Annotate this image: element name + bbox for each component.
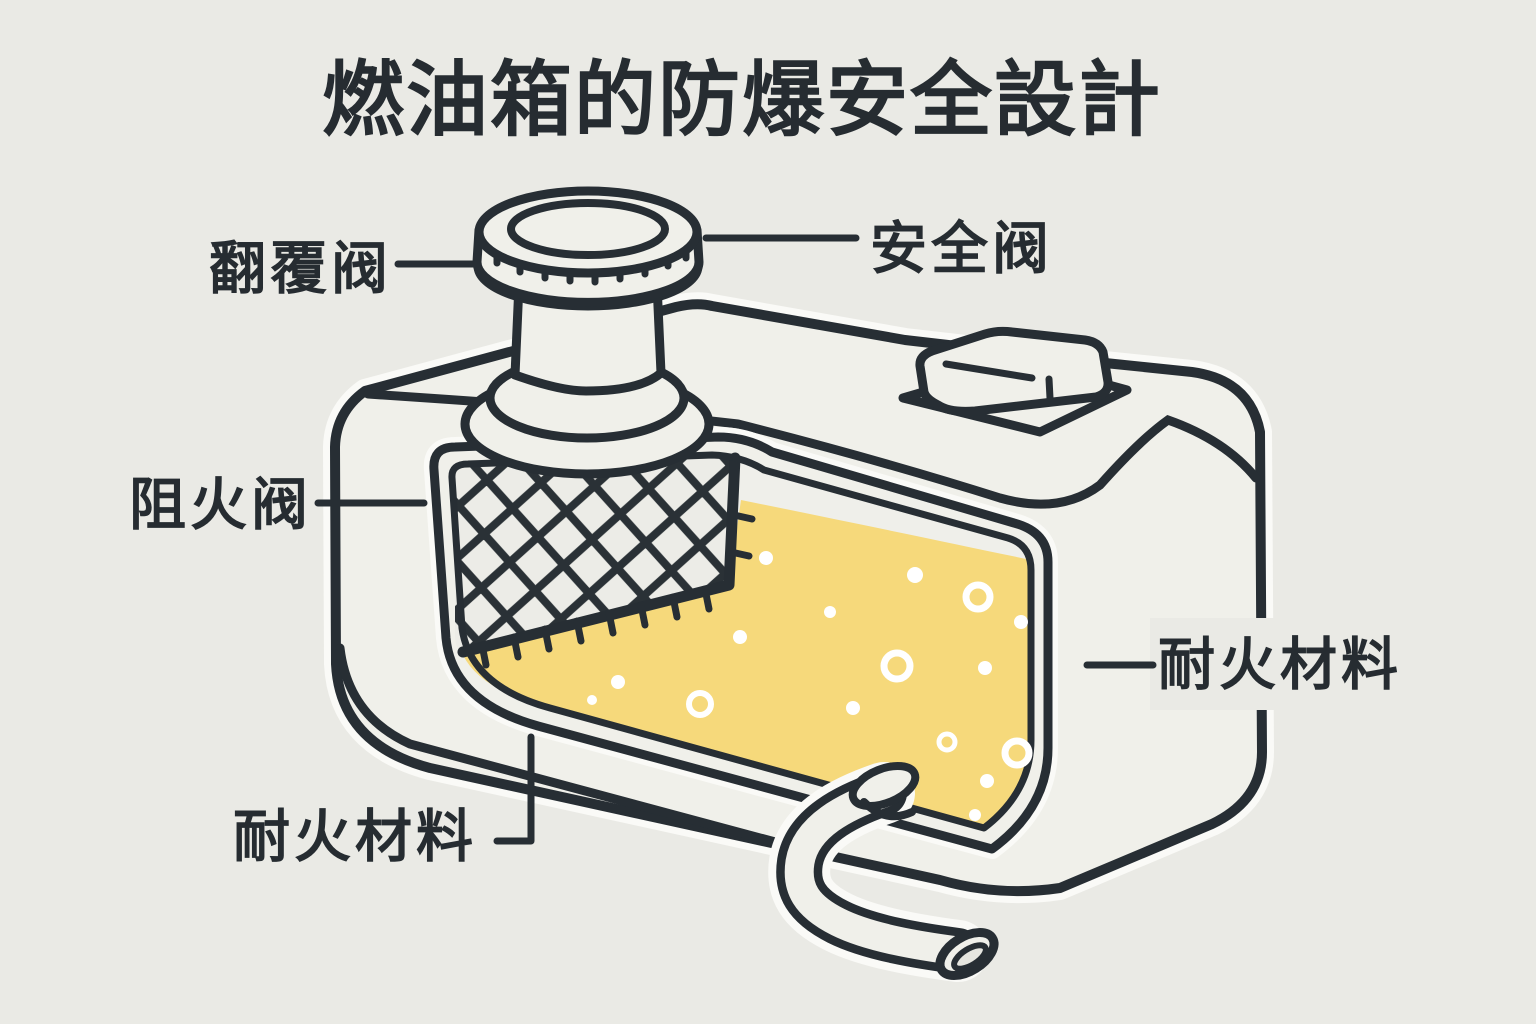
label-fireproof-material-right: 耐火材料 bbox=[1158, 632, 1402, 698]
mesh-tick bbox=[541, 625, 553, 653]
bubble bbox=[611, 675, 625, 689]
cap-neck bbox=[510, 279, 666, 396]
hose-fill bbox=[784, 778, 973, 966]
hose-mouth-curl bbox=[860, 798, 916, 821]
mesh-tick bbox=[669, 593, 681, 621]
bubble bbox=[980, 774, 994, 788]
safety-module-box bbox=[898, 326, 1132, 437]
label-fireproof-material-bottom: 耐火材料 bbox=[233, 804, 477, 870]
cap-opening bbox=[507, 199, 669, 259]
page-title: 燃油箱的防爆安全設計 bbox=[322, 53, 1162, 148]
mesh-tick bbox=[727, 548, 753, 560]
tank-bottom-fold-line bbox=[335, 643, 810, 855]
bubble bbox=[907, 567, 923, 583]
cutaway-window bbox=[423, 427, 1058, 859]
bubble bbox=[587, 695, 597, 705]
bubble-ring bbox=[686, 690, 714, 718]
fuel-bubbles bbox=[587, 551, 1033, 821]
bubble-ring bbox=[1001, 737, 1033, 769]
mesh-tick bbox=[730, 511, 756, 523]
bubble bbox=[846, 701, 860, 715]
leader-fireproof-bottom bbox=[493, 733, 535, 845]
hose-mouth bbox=[848, 761, 920, 811]
right-label-knockout bbox=[1150, 618, 1428, 710]
filler-cap bbox=[460, 186, 714, 479]
mesh-fringe-ticks bbox=[478, 511, 756, 669]
bubble bbox=[978, 661, 992, 675]
mesh-tick bbox=[510, 633, 522, 661]
mesh-tick bbox=[605, 609, 617, 637]
cap-opening-detail bbox=[626, 232, 667, 255]
bubble-ring bbox=[962, 581, 994, 613]
bubble bbox=[824, 606, 836, 618]
fuel bbox=[463, 500, 1031, 828]
cutaway-inner-frame bbox=[448, 451, 1035, 832]
label-rollover-valve: 翻覆阀 bbox=[209, 236, 392, 302]
mesh-tick bbox=[573, 617, 585, 645]
box-crease bbox=[942, 360, 1036, 382]
label-flame-arrestor: 阻火阀 bbox=[129, 472, 312, 538]
bubble-ring bbox=[936, 731, 958, 753]
mesh-tick bbox=[478, 641, 490, 669]
bubble bbox=[969, 809, 981, 821]
box-crease bbox=[1045, 375, 1054, 402]
hose-open-end-inner bbox=[951, 942, 989, 972]
drain-hose bbox=[768, 761, 999, 982]
bubble bbox=[733, 630, 747, 644]
label-safety-valve: 安全阀 bbox=[870, 216, 1053, 282]
bubble bbox=[1014, 615, 1028, 629]
bubble bbox=[759, 551, 773, 565]
leader-lines bbox=[314, 234, 1157, 845]
box-body bbox=[915, 326, 1113, 416]
bubble-ring bbox=[880, 649, 914, 683]
mesh-tick bbox=[637, 601, 649, 629]
mesh-edge bbox=[457, 452, 741, 658]
mesh-tick bbox=[701, 585, 713, 613]
